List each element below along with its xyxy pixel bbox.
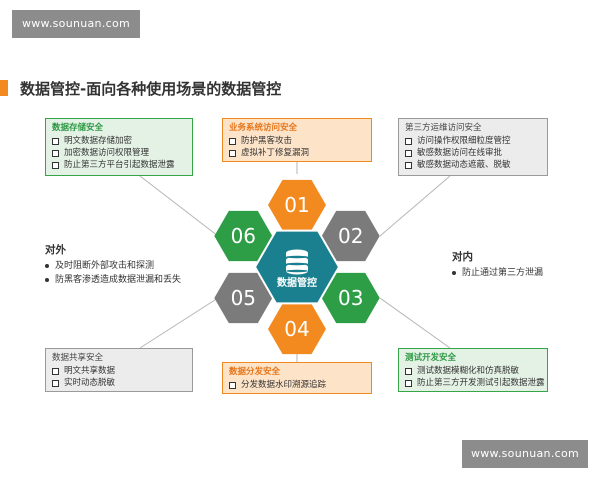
- hex-02: [321, 210, 380, 262]
- list-item-text: 实时动态脱敏: [64, 378, 116, 388]
- list-item-text: 防止第三方开发测试引起数据泄露: [417, 378, 545, 388]
- checkbox-bullet-icon: [405, 161, 412, 169]
- list-item-text: 虚拟补丁修复漏洞: [241, 148, 310, 158]
- list-item: 虚拟补丁修复漏洞: [229, 147, 365, 159]
- connector-sharing: [139, 297, 219, 349]
- title-accent-bar: [0, 80, 8, 96]
- list-item: 敏感数据动态遮蔽、脱敏: [405, 159, 541, 171]
- checkbox-bullet-icon: [405, 149, 412, 157]
- business-access-heading: 业务系统访问安全: [229, 123, 298, 133]
- list-item: 加密数据访问权限管理: [52, 147, 186, 159]
- data-sharing-box: 数据共享安全 明文共享数据 实时动态脱敏: [45, 348, 193, 392]
- checkbox-bullet-icon: [52, 367, 59, 375]
- data-sharing-heading: 数据共享安全: [52, 353, 104, 363]
- list-item: 防止第三方开发测试引起数据泄露: [405, 377, 545, 389]
- hex-number-01: 01: [284, 193, 309, 217]
- hex-06: [214, 210, 273, 262]
- list-item-text: 测试数据模糊化和仿真脱敏: [417, 366, 520, 376]
- checkbox-bullet-icon: [229, 381, 236, 389]
- business-access-box: 业务系统访问安全 防护黑客攻击 虚拟补丁修复漏洞: [222, 118, 372, 162]
- list-item: 明文数据存储加密: [52, 135, 186, 147]
- list-item-text: 敏感数据访问在线审批: [417, 148, 503, 158]
- list-item-text: 明文共享数据: [64, 366, 116, 376]
- checkbox-bullet-icon: [52, 149, 59, 157]
- checkbox-bullet-icon: [405, 367, 412, 375]
- list-item: 防护黑客攻击: [229, 135, 365, 147]
- hex-number-04: 04: [284, 317, 309, 341]
- bullet-dot-icon: [452, 271, 456, 275]
- list-item-text: 分发数据水印溯源追踪: [241, 380, 327, 390]
- watermark-bottom: www.sounuan.com: [462, 440, 588, 468]
- list-item-text: 防黑客渗透造成数据泄漏和丢失: [55, 275, 182, 285]
- external-section: 对外 及时阻断外部攻击和探测 防黑客渗透造成数据泄漏和丢失: [45, 243, 181, 287]
- list-item: 及时阻断外部攻击和探测: [45, 259, 181, 273]
- ops-access-box: 第三方运维访问安全 访问操作权限细粒度管控 敏感数据访问在线审批 敏感数据动态遮…: [398, 118, 548, 176]
- checkbox-bullet-icon: [52, 379, 59, 387]
- list-item-text: 防止第三方平台引起数据泄露: [64, 160, 175, 170]
- database-icon: [286, 249, 308, 275]
- storage-security-heading: 数据存储安全: [52, 123, 104, 133]
- bullet-dot-icon: [45, 278, 49, 282]
- hex-number-02: 02: [338, 224, 363, 248]
- checkbox-bullet-icon: [52, 137, 59, 145]
- list-item: 实时动态脱敏: [52, 377, 186, 389]
- list-item-text: 防护黑客攻击: [241, 136, 293, 146]
- list-item-text: 明文数据存储加密: [64, 136, 133, 146]
- data-distribution-heading: 数据分发安全: [229, 367, 281, 377]
- list-item-text: 加密数据访问权限管理: [64, 148, 150, 158]
- watermark-top: www.sounuan.com: [12, 10, 140, 38]
- list-item: 敏感数据访问在线审批: [405, 147, 541, 159]
- hex-number-03: 03: [338, 286, 363, 310]
- hex-05: [214, 272, 273, 324]
- storage-security-box: 数据存储安全 明文数据存储加密 加密数据访问权限管理 防止第三方平台引起数据泄露: [45, 118, 193, 176]
- page-title: 数据管控-面向各种使用场景的数据管控: [20, 80, 282, 98]
- connector-testing: [379, 297, 451, 349]
- hex-number-06: 06: [231, 224, 256, 248]
- checkbox-bullet-icon: [229, 137, 236, 145]
- list-item: 防止通过第三方泄漏: [452, 266, 543, 280]
- hex-number-05: 05: [231, 286, 256, 310]
- test-dev-heading: 测试开发安全: [405, 353, 457, 363]
- external-heading: 对外: [45, 244, 66, 256]
- connector-storage: [139, 175, 219, 237]
- ops-access-heading: 第三方运维访问安全: [405, 123, 482, 133]
- list-item-text: 及时阻断外部攻击和探测: [55, 261, 155, 271]
- internal-section: 对内 防止通过第三方泄漏: [452, 250, 543, 280]
- list-item-text: 防止通过第三方泄漏: [462, 268, 544, 278]
- hex-04: [268, 303, 326, 355]
- list-item: 防黑客渗透造成数据泄漏和丢失: [45, 273, 181, 287]
- connector-ops: [379, 175, 451, 237]
- checkbox-bullet-icon: [405, 137, 412, 145]
- center-label: 数据管控: [277, 276, 317, 289]
- test-dev-box: 测试开发安全 测试数据模糊化和仿真脱敏 防止第三方开发测试引起数据泄露: [398, 348, 548, 392]
- checkbox-bullet-icon: [229, 149, 236, 157]
- checkbox-bullet-icon: [405, 379, 412, 387]
- hex-03: [321, 272, 380, 324]
- list-item: 明文共享数据: [52, 365, 186, 377]
- list-item-text: 访问操作权限细粒度管控: [417, 136, 511, 146]
- list-item-text: 敏感数据动态遮蔽、脱敏: [417, 160, 511, 170]
- data-distribution-box: 数据分发安全 分发数据水印溯源追踪: [222, 362, 372, 394]
- list-item: 访问操作权限细粒度管控: [405, 135, 541, 147]
- bullet-dot-icon: [45, 264, 49, 268]
- checkbox-bullet-icon: [52, 161, 59, 169]
- list-item: 分发数据水印溯源追踪: [229, 379, 365, 391]
- hex-01: [268, 179, 326, 231]
- list-item: 防止第三方平台引起数据泄露: [52, 159, 186, 171]
- internal-heading: 对内: [452, 251, 473, 263]
- list-item: 测试数据模糊化和仿真脱敏: [405, 365, 541, 377]
